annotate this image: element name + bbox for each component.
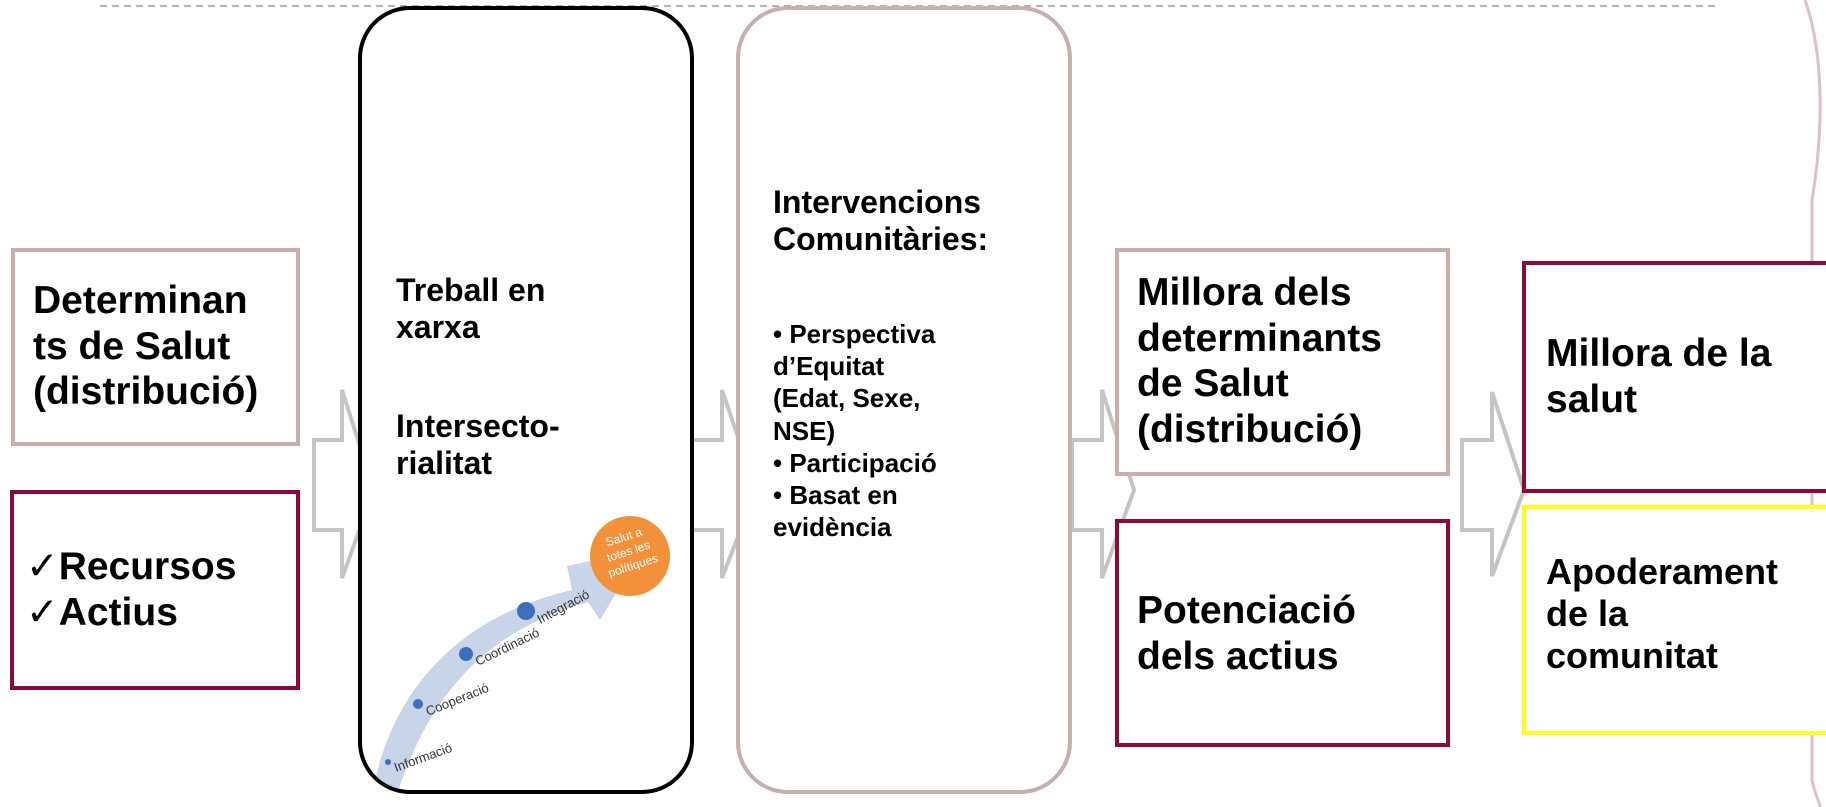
resource-item-recursos: ✓Recursos xyxy=(26,545,237,588)
dot-cooperacio xyxy=(413,699,423,709)
apoderament-box: Apoderament de la comunitat xyxy=(1522,505,1826,735)
interventions-title: Intervencions Comunitàries: xyxy=(773,184,989,258)
check-icon: ✓ xyxy=(26,545,59,588)
arrow-4 xyxy=(1460,391,1527,577)
potenciacio-box: Potenciació dels actius xyxy=(1115,519,1450,747)
dot-coordinacio xyxy=(459,647,473,661)
millora-determinants-box: Millora dels determinants de Salut (dist… xyxy=(1115,248,1450,476)
salut-label-group: Salut a totes les polítiques xyxy=(604,524,660,580)
network-text: Treball en xarxa xyxy=(396,272,546,346)
salut-circle xyxy=(590,516,670,596)
millora-determinants-text: Millora dels determinants de Salut (dist… xyxy=(1137,271,1382,451)
integration-curve-illustration: Informació Cooperació Coordinació Integr… xyxy=(373,516,670,790)
millora-salut-box: Millora de la salut xyxy=(1522,261,1826,493)
intersect-text: Intersecto- rialitat xyxy=(396,408,560,482)
resource-item-actius: ✓Actius xyxy=(26,590,178,634)
resources-list: ✓Recursos ✓Actius xyxy=(26,544,236,635)
dot-integracio xyxy=(517,602,535,620)
determinants-box: Determinan ts de Salut (distribució) xyxy=(11,248,300,446)
dot-informacio xyxy=(385,759,391,765)
check-icon: ✓ xyxy=(26,590,59,634)
network-box: Treball en xarxa Intersecto- rialitat In… xyxy=(358,6,694,794)
determinants-text: Determinan ts de Salut (distribució) xyxy=(33,279,259,414)
millora-salut-text: Millora de la salut xyxy=(1546,332,1772,421)
resources-box: ✓Recursos ✓Actius xyxy=(10,490,300,690)
apoderament-text: Apoderament de la comunitat xyxy=(1546,551,1779,677)
right-frame-curve xyxy=(1803,0,1822,807)
potenciacio-text: Potenciació dels actius xyxy=(1137,589,1356,678)
interventions-bullets: • Perspectiva d’Equitat (Edat, Sexe, NSE… xyxy=(773,319,937,543)
interventions-box: Intervencions Comunitàries: • Perspectiv… xyxy=(736,6,1072,794)
